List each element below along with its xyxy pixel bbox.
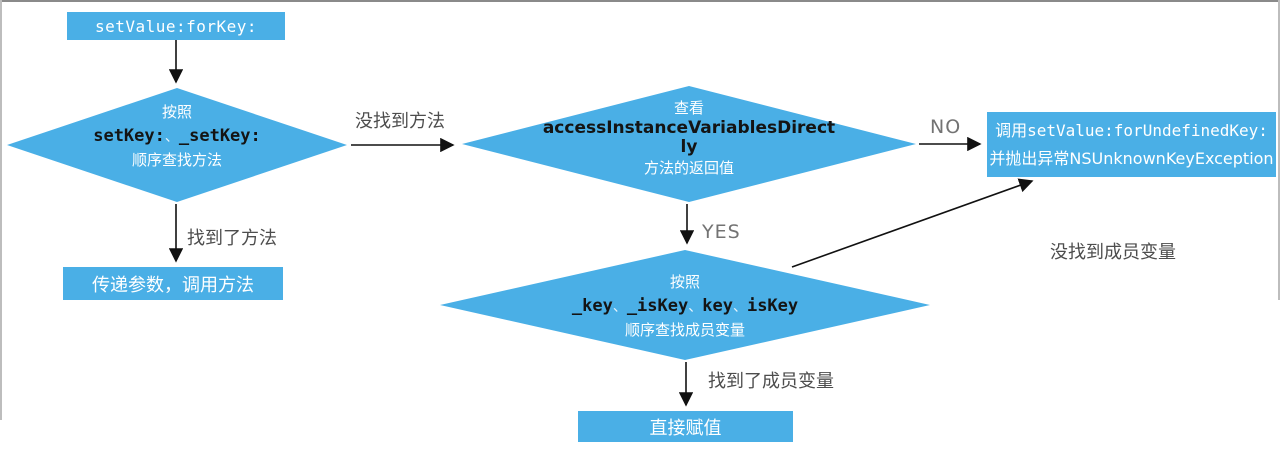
diamond-find-method-shape [7,88,347,202]
exception-line-1: 调用setValue:forUndefinedKey: [995,120,1268,140]
frame-right-edge [1278,0,1280,300]
diamond-check-access-shape [462,86,916,202]
edge-label-not-found-ivar: 没找到成员变量 [1050,242,1176,263]
diamond-find-ivar-shape [440,250,930,360]
edge-label-yes: YES [702,221,741,243]
frame-top-edge [0,0,1280,2]
node-direct-assign: 直接赋值 [578,411,793,442]
node-throw-exception: 调用setValue:forUndefinedKey: 并抛出异常NSUnkno… [987,112,1276,177]
edge-label-no: NO [930,116,962,138]
edge-label-found-ivar: 找到了成员变量 [708,371,834,392]
node-setvalue-forkey: setValue:forKey: [67,12,285,40]
exception-line-2: 并抛出异常NSUnknownKeyException [989,148,1274,168]
frame-left-edge [0,0,2,420]
edge-label-found-method: 找到了方法 [187,228,277,249]
node-call-method: 传递参数，调用方法 [63,267,283,300]
arrow-find-ivar-to-exception [791,178,1034,268]
edge-label-no-method: 没找到方法 [355,111,445,132]
